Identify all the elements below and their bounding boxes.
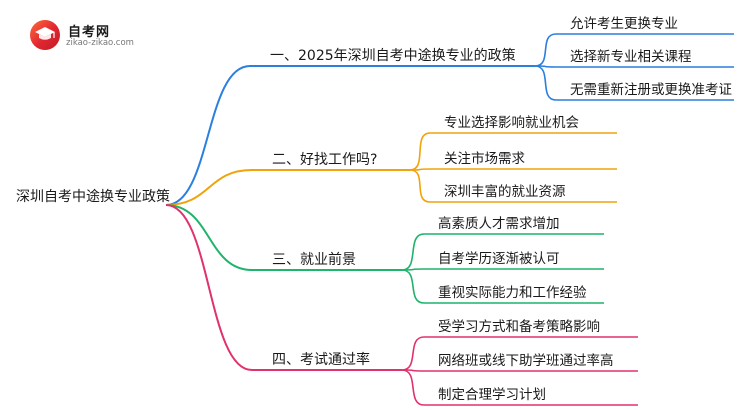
root-node: 深圳自考中途换专业政策 [16,188,170,205]
mind-map-nodes: 深圳自考中途换专业政策 一、2025年深圳自考中途换专业的政策 允许考生更换专业选择… [16,16,732,403]
leaf-node: 网络班或线下助学班通过率高 [438,352,614,369]
logo-url: zikao-zikao.com [66,38,134,48]
leaf-node: 高素质人才需求增加 [438,215,560,232]
leaf-connector [534,33,557,67]
branch-node: 一、2025年深圳自考中途换专业的政策 [270,47,516,64]
leaf-node: 选择新专业相关课程 [570,49,692,65]
leaf-node: 无需重新注册或更换准考证 [570,82,732,98]
branch-node: 二、好找工作吗? [272,152,377,168]
branch-connector [165,169,253,206]
branch-connector [165,65,251,206]
leaf-node: 专业选择影响就业机会 [444,115,579,131]
leaf-connector [401,369,425,406]
leaf-connector [534,65,557,101]
mind-map-edges [165,33,734,406]
logo-name: 自考网 [68,25,111,40]
leaf-node: 关注市场需求 [444,150,525,167]
graduation-cap-icon [30,20,60,50]
leaf-connector [401,233,425,271]
leaf-node: 深圳丰富的就业资源 [444,183,566,200]
leaf-node: 自考学历逐渐被认可 [438,251,560,267]
leaf-connector [409,169,431,203]
branch-connector [165,204,253,371]
leaf-connector [409,132,431,171]
leaf-node: 重视实际能力和工作经验 [438,285,587,301]
leaf-node: 允许考生更换专业 [570,16,678,32]
leaf-connector [401,269,425,304]
site-logo: 自考网 zikao-zikao.com [30,20,140,50]
leaf-node: 制定合理学习计划 [438,387,546,403]
branch-node: 四、考试通过率 [272,351,370,368]
leaf-connector [401,336,425,371]
leaf-node: 受学习方式和备考策略影响 [438,318,600,335]
branch-connector [165,204,253,271]
branch-node: 三、就业前景 [272,251,356,268]
